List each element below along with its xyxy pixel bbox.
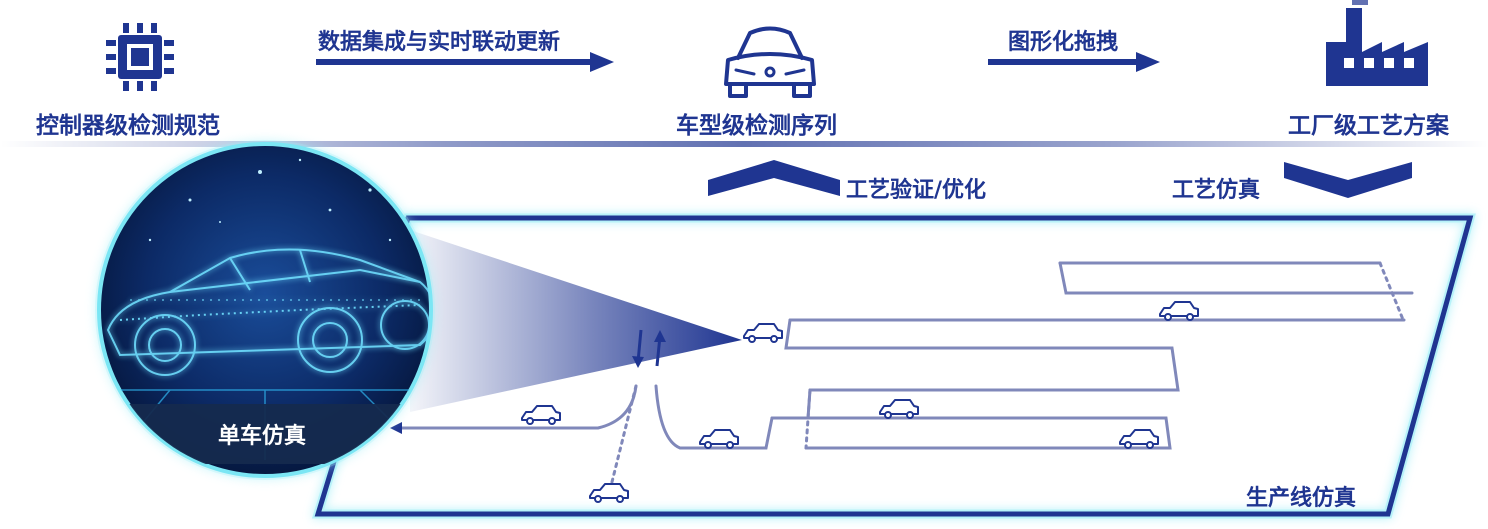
car-side-icon [699, 429, 739, 449]
car-front-icon [724, 26, 816, 98]
single-car-sim-label: 单车仿真 [218, 424, 307, 449]
vehicle-sequence-label: 车型级检测序列 [676, 113, 837, 139]
magnify-beam [410, 230, 742, 412]
production-line-sim-label: 生产线仿真 [1246, 486, 1357, 511]
track-arrowhead [390, 422, 402, 434]
data-integration-label: 数据集成与实时联动更新 [318, 30, 561, 55]
drag-label: 图形化拖拽 [1008, 30, 1119, 55]
chevron-down-icon [1284, 162, 1412, 198]
track-lines [398, 261, 1414, 492]
car-side-icon [589, 483, 629, 503]
chevron-up-icon [708, 160, 840, 196]
process-verify-label: 工艺验证/优化 [846, 178, 987, 203]
controller-spec-label: 控制器级检测规范 [36, 113, 220, 139]
process-sim-label: 工艺仿真 [1172, 178, 1261, 203]
car-side-icon [879, 399, 919, 419]
factory-plan-label: 工厂级工艺方案 [1288, 113, 1449, 139]
section-divider [0, 141, 1488, 147]
arrow-drag [988, 52, 1160, 72]
car-side-icon [521, 405, 561, 425]
car-side-icon [743, 323, 783, 343]
car-side-icon [1159, 301, 1199, 321]
car-icons [521, 301, 1199, 503]
car-side-icon [1119, 429, 1159, 449]
chip-icon [106, 23, 174, 91]
factory-icon [1326, 0, 1428, 86]
arrow-data-integration [316, 52, 614, 72]
